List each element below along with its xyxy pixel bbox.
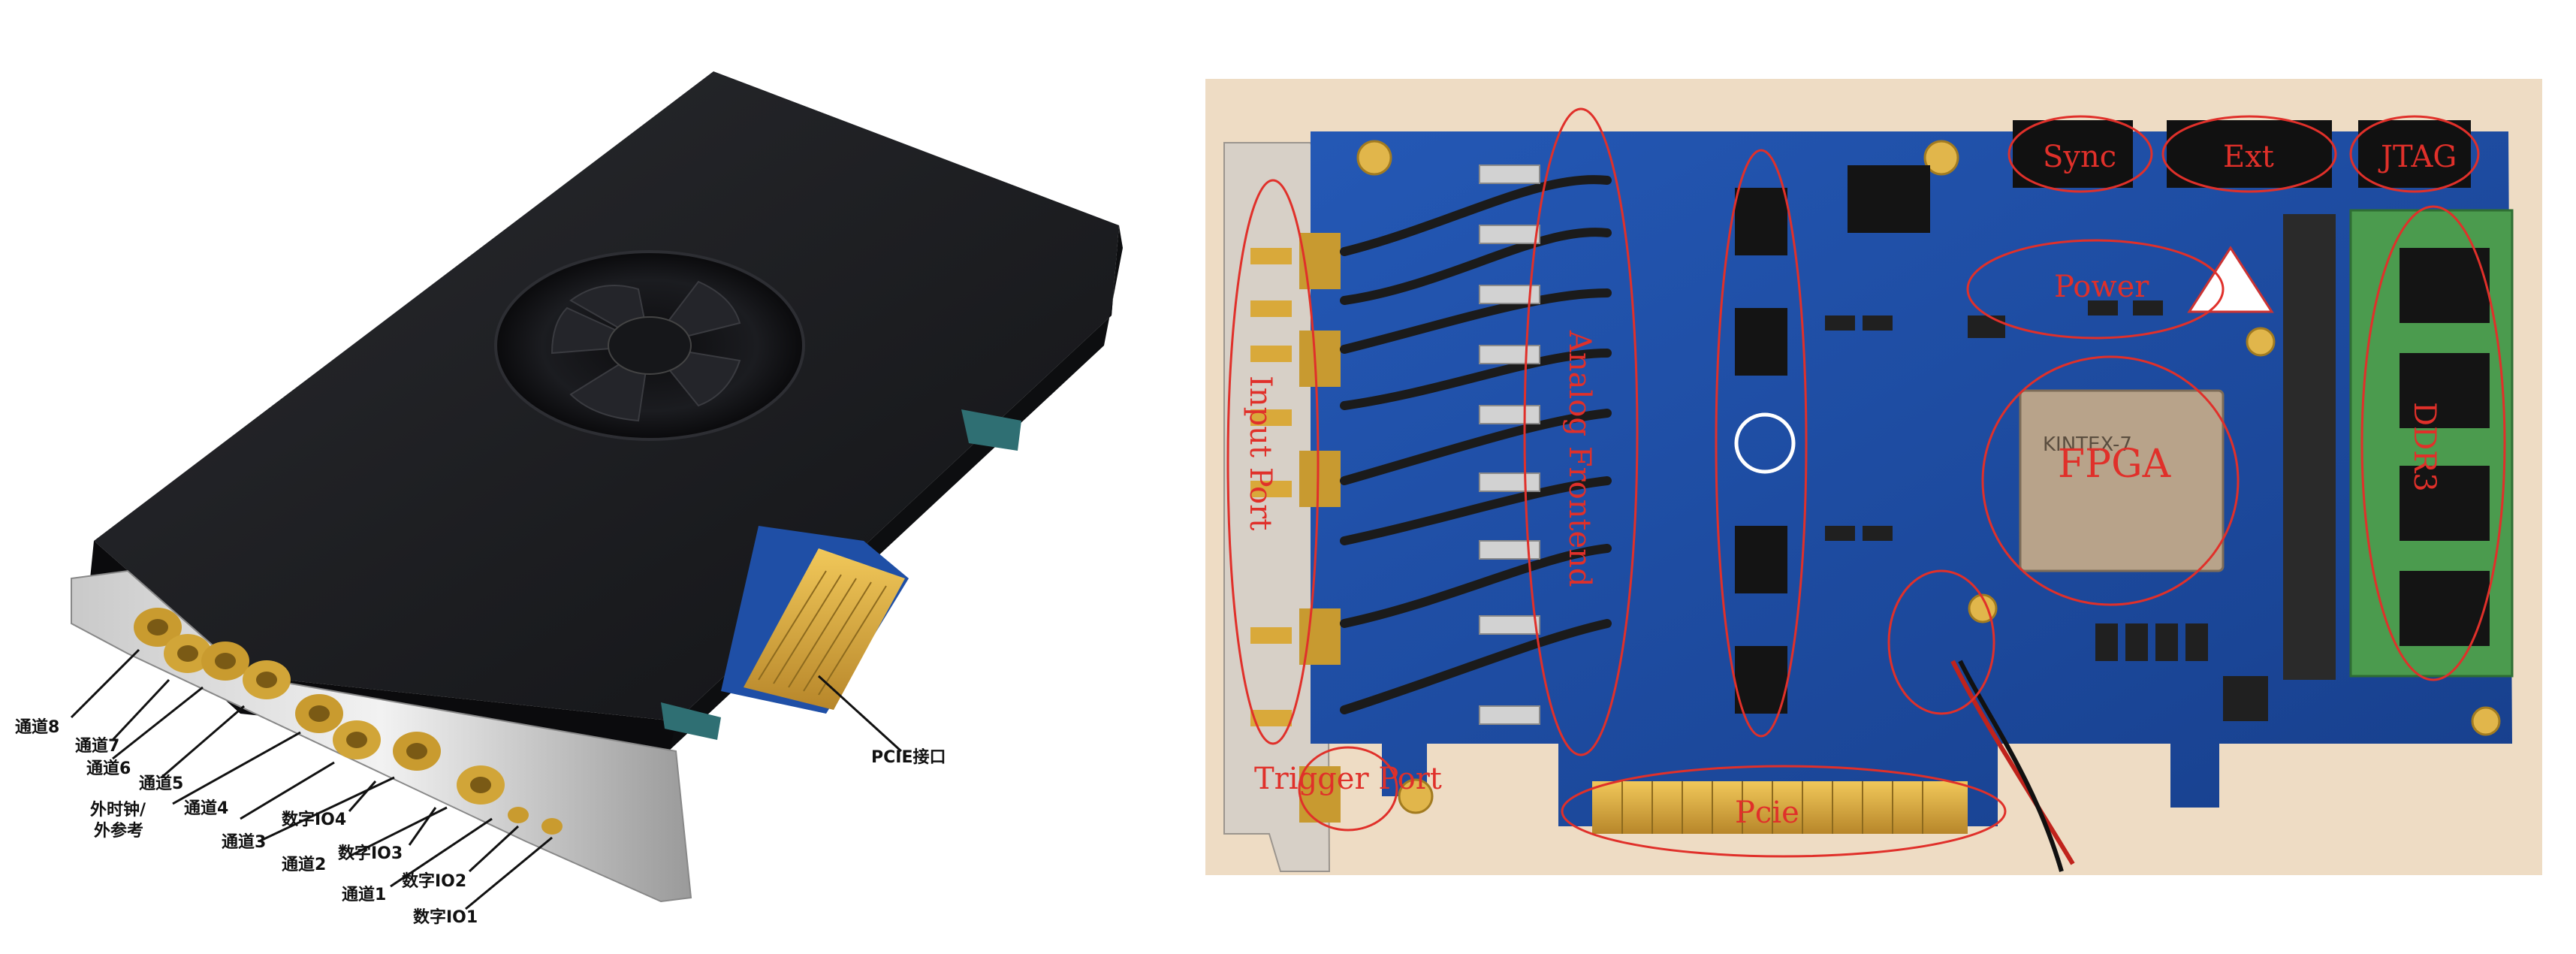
label-channel-6: 通道6 — [86, 759, 131, 778]
fan-hub — [608, 316, 692, 375]
jtag-header — [2358, 120, 2471, 188]
callout-analog-frontend — [1523, 107, 1639, 756]
sma-connector — [295, 694, 343, 733]
pcb-tab-top — [961, 409, 1021, 451]
label-digital-io-2: 数字IO2 — [402, 871, 466, 891]
pcie-gold-fingers — [1592, 781, 1968, 834]
sma-connector — [333, 720, 381, 759]
mcx-connector — [541, 818, 563, 835]
sma-connectors — [134, 608, 563, 835]
label-power: Power — [2054, 270, 2149, 304]
callout-sync — [2007, 115, 2153, 193]
label-ddr3: DDR3 — [2407, 402, 2442, 492]
io-bracket — [71, 569, 692, 903]
label-digital-io-1: 数字IO1 — [413, 907, 478, 927]
callout-input-port — [1226, 179, 1320, 745]
sma-connector — [201, 642, 249, 681]
power-wire-red — [1950, 660, 2075, 865]
label-channel-4: 通道4 — [184, 799, 228, 818]
rohs-mark — [1734, 412, 1796, 474]
label-digital-io-4: 数字IO4 — [282, 810, 346, 829]
callout-trigger-port — [1298, 746, 1398, 832]
label-channel-5: 通道5 — [139, 774, 183, 793]
label-channel-2: 通道2 — [282, 855, 326, 874]
label-arrows — [70, 648, 903, 910]
ddr-socket — [2283, 214, 2336, 680]
label-input-port: Input Port — [1243, 376, 1277, 530]
ddr3-chips — [2400, 248, 2490, 646]
label-channel-1: 通道1 — [342, 885, 386, 904]
label-channel-8: 通道8 — [15, 717, 59, 737]
label-jtag: JTAG — [2378, 140, 2457, 174]
sma-connector — [393, 732, 441, 771]
ext-header — [2167, 120, 2332, 188]
board-sma-connectors — [1250, 233, 1341, 823]
logo-triangle — [2187, 246, 2274, 313]
power-wire-black — [1958, 660, 2064, 872]
callout-pcie — [1561, 765, 2007, 858]
label-channel-7: 通道7 — [75, 736, 119, 756]
label-digital-io-3: 数字IO3 — [338, 844, 403, 863]
callout-adc-column — [1715, 149, 1808, 738]
label-external-clock: 外时钟/ — [90, 800, 146, 820]
pcie-finger-lines — [758, 570, 887, 696]
label-channel-3: 通道3 — [222, 832, 266, 852]
label-pcie-interface: PCIE接口 — [871, 748, 946, 767]
pcb-tab-bottom — [661, 702, 721, 740]
sma-connector — [164, 634, 212, 673]
callout-power-connector — [1887, 569, 1995, 715]
sma-connector — [134, 608, 182, 647]
callout-power — [1966, 239, 2225, 340]
label-pcie: Pcie — [1735, 796, 1799, 830]
adc-chips — [1735, 165, 1930, 714]
mcx-connector — [508, 807, 529, 823]
callout-ddr3 — [2360, 205, 2506, 681]
label-sync: Sync — [2043, 140, 2116, 174]
fpga-chip-marking: KINTEX-7 — [2043, 433, 2132, 456]
label-ext: Ext — [2223, 140, 2274, 174]
pcie-finger-divisions — [1621, 781, 1923, 834]
sma-connector — [243, 660, 291, 699]
smd-components — [1825, 300, 2268, 721]
right-photo-board: KINTEX-7 — [1205, 79, 2542, 875]
fpga-chip — [2019, 389, 2225, 572]
callout-ext — [2161, 115, 2337, 193]
mounting-holes — [1356, 140, 2501, 814]
coax-cables — [1340, 175, 1612, 714]
callout-jtag — [2349, 115, 2480, 193]
label-external-reference: 外参考 — [94, 821, 143, 841]
sync-header — [2013, 120, 2133, 188]
left-photo-card: 通道8 通道7 通道6 通道5 外时钟/ 外参考 通道4 通道3 数字IO4 通… — [15, 71, 1123, 927]
callout-fpga — [1981, 355, 2240, 606]
label-fpga: FPGA — [2058, 442, 2172, 487]
label-trigger-port: Trigger Port — [1254, 762, 1442, 796]
card-side — [668, 225, 1123, 751]
label-analog-frontend: Analog Frontend — [1562, 330, 1597, 587]
sma-connector — [457, 765, 505, 805]
